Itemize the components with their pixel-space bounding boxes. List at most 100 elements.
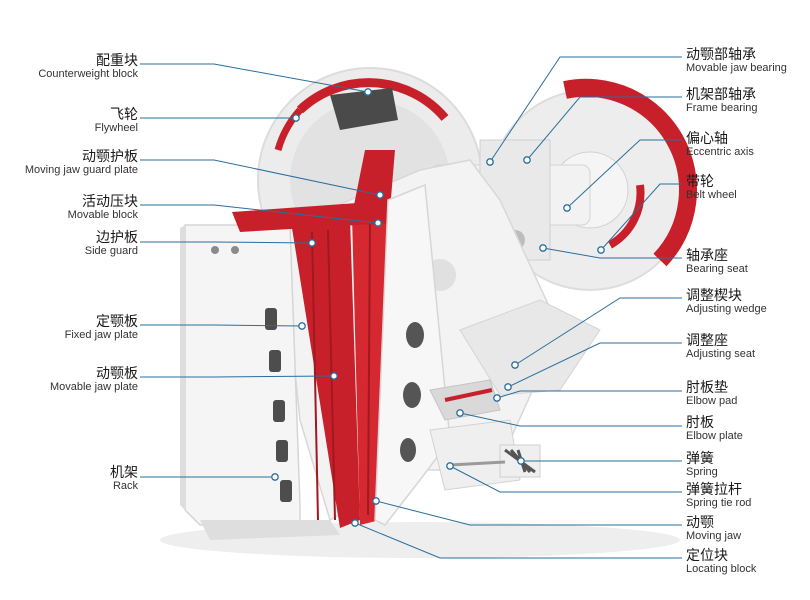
leader-dot (523, 156, 531, 164)
label-zh: 带轮 (686, 173, 714, 189)
label-en: Adjusting wedge (686, 303, 767, 315)
leader-dot (563, 204, 571, 212)
label-en: Fixed jaw plate (64, 329, 138, 341)
leader-line (140, 324, 303, 327)
label-en: Movable block (67, 209, 138, 221)
label-zh: 肘板垫 (686, 379, 728, 395)
label-en: Flywheel (94, 122, 138, 134)
leader-dot (511, 361, 519, 369)
label-en: Elbow plate (686, 430, 743, 442)
label-zh: 机架 (110, 464, 138, 480)
label-zh: 弹簧 (686, 450, 714, 466)
label-zh: 边护板 (96, 229, 138, 245)
leader-line (600, 183, 682, 251)
label-flywheel: 飞轮 Flywheel (95, 107, 138, 134)
label-zh: 机架部轴承 (686, 86, 756, 102)
leader-dot (364, 88, 372, 96)
label-zh: 活动压块 (82, 193, 138, 209)
label-adjusting-wedge: 调整楔块 Adjusting wedge (686, 288, 767, 315)
leader-dot (351, 519, 359, 527)
elbow-plate-illustration (429, 379, 521, 491)
label-zh: 轴承座 (686, 247, 728, 263)
label-zh: 调整楔块 (686, 287, 742, 303)
leader-line (526, 96, 682, 161)
label-zh: 肘板 (686, 414, 714, 430)
label-en: Moving jaw guard plate (24, 164, 138, 176)
label-en: Bearing seat (686, 263, 748, 275)
leader-dot (446, 462, 454, 470)
leader-line (514, 297, 682, 366)
leader-line (449, 465, 682, 493)
label-en: Movable jaw plate (49, 381, 138, 393)
label-elbow-plate: 肘板 Elbow plate (686, 415, 743, 442)
leader-line (375, 500, 682, 526)
label-spring: 弹簧 Spring (686, 451, 718, 478)
label-moving-jaw-guard-plate: 动颚护板 Moving jaw guard plate (25, 149, 138, 176)
label-eccentric-axis: 偏心轴 Eccentric axis (686, 131, 754, 158)
label-en: Frame bearing (686, 102, 758, 114)
label-adjusting-seat: 调整座 Adjusting seat (686, 333, 755, 360)
leader-dot (292, 114, 300, 122)
rack-illustration (180, 224, 301, 526)
label-side-guard: 边护板 Side guard (85, 230, 138, 257)
leader-dot (456, 409, 464, 417)
label-frame-bearing: 机架部轴承 Frame bearing (686, 87, 758, 114)
leader-dot (372, 497, 380, 505)
label-movable-block: 活动压块 Movable block (68, 194, 138, 221)
label-zh: 定颚板 (96, 313, 138, 329)
leader-line (507, 342, 682, 388)
leader-dot (597, 246, 605, 254)
leader-dot (374, 219, 382, 227)
label-zh: 飞轮 (110, 106, 138, 122)
leader-line (489, 56, 682, 163)
label-locating-block: 定位块 Locating block (686, 548, 756, 575)
label-elbow-pad: 肘板垫 Elbow pad (686, 380, 737, 407)
leader-dot (330, 372, 338, 380)
label-bearing-seat: 轴承座 Bearing seat (686, 248, 748, 275)
label-spring-tie-rod: 弹簧拉杆 Spring tie rod (686, 482, 751, 509)
label-en: Spring (686, 466, 718, 478)
leader-line (542, 247, 682, 259)
label-en: Locating block (686, 563, 757, 575)
label-zh: 偏心轴 (686, 130, 728, 146)
leader-line (496, 390, 682, 399)
label-zh: 调整座 (686, 332, 728, 348)
label-zh: 动颚护板 (82, 148, 138, 164)
leader-dot (376, 191, 384, 199)
label-movable-jaw-bearing: 动颚部轴承 Movable jaw bearing (686, 47, 787, 74)
label-movable-jaw-plate: 动颚板 Movable jaw plate (50, 366, 138, 393)
top-plate-illustration (232, 200, 410, 232)
label-en: Moving jaw (686, 530, 742, 542)
leader-dot (517, 457, 525, 465)
leader-dot (486, 158, 494, 166)
label-zh: 弹簧拉杆 (686, 481, 742, 497)
counterweight-illustration (330, 88, 398, 130)
label-zh: 动颚板 (96, 365, 138, 381)
label-zh: 配重块 (96, 52, 138, 68)
leader-dot (298, 322, 306, 330)
leader-dot (539, 244, 547, 252)
leader-dot (504, 383, 512, 391)
leader-line (459, 412, 682, 427)
label-zh: 动颚 (686, 514, 714, 530)
leader-line (140, 63, 369, 93)
label-en: Counterweight block (38, 68, 138, 80)
leader-line (140, 375, 335, 378)
leader-line (140, 241, 313, 244)
leader-line (140, 204, 379, 224)
leader-line (354, 522, 682, 559)
leader-dot (493, 394, 501, 402)
label-rack: 机架 Rack (110, 465, 138, 492)
label-en: Rack (112, 480, 138, 492)
label-en: Movable jaw bearing (686, 62, 787, 74)
label-moving-jaw: 动颚 Moving jaw (686, 515, 741, 542)
label-en: Adjusting seat (686, 348, 756, 360)
label-en: Elbow pad (686, 395, 738, 407)
base-illustration (200, 520, 340, 540)
label-counterweight-block: 配重块 Counterweight block (38, 53, 138, 80)
leader-dot (308, 239, 316, 247)
leader-line (566, 139, 682, 209)
label-belt-wheel: 带轮 Belt wheel (686, 174, 737, 201)
label-en: Eccentric axis (686, 146, 754, 158)
